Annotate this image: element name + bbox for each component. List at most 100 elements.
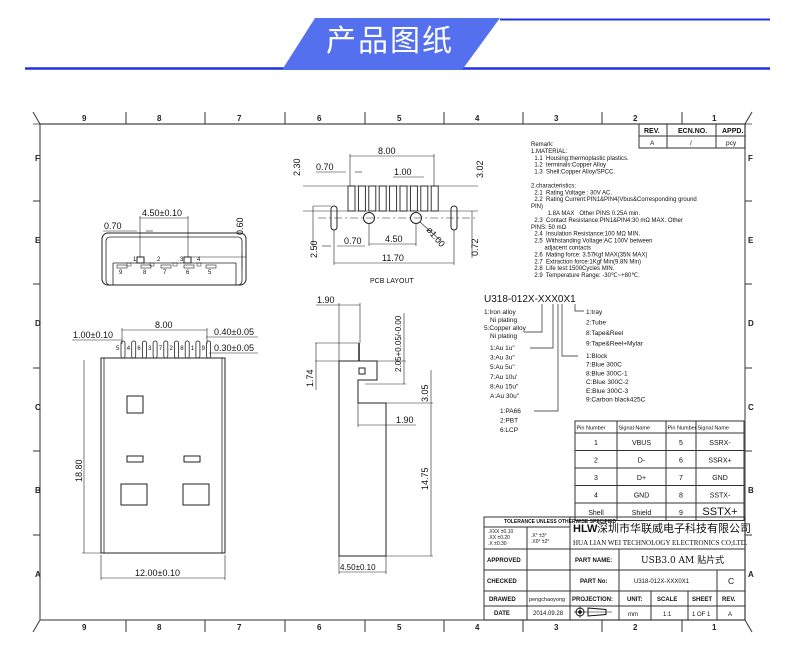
color-option: C:Blue 300C-2 [586,379,629,386]
part-name-label: PART NAME: [575,558,612,564]
dim-top-pin-thickness: 0.30±0.05 [214,343,254,353]
sheet-label: SHEET [692,597,712,603]
remark-line: PIN) [531,204,543,210]
row-label-right: D [748,319,754,328]
column-label-bottom: 8 [157,623,162,632]
top-view-pin-number: 5 [116,346,120,352]
dim-side-top: 1.90 [317,295,335,305]
dim-hole-spacing: 4.50 [385,234,403,244]
pin-table-cell: 2 [594,458,598,465]
remark-line: Remark: [531,142,554,148]
tolerance-angular: .X° ±3° [531,533,547,539]
dim-pcb-pad-width: 0.70 [316,162,334,172]
dim-side-length: 14.75 [420,467,430,490]
dim-line [419,221,441,241]
front-pin-number: 5 [208,270,212,276]
top-view-pin [152,340,158,359]
rev-header: REV. [644,128,660,135]
unit-value: mm [628,612,638,618]
remark-line: 1.2 terminals:Copper Alloy [531,163,606,169]
top-view-pin [141,340,147,359]
front-pin-pad [196,262,202,267]
projection-label: PROJECTION: [572,597,613,603]
pcb-pads [347,185,439,212]
housing-option: 6:LCP [500,427,518,434]
pin-table-cell: 3 [594,475,598,482]
front-pin-contact [183,256,192,264]
company-name-en: HUA LIAN WEI TECHNOLOGY ELECTRONICS CO;L… [573,539,748,547]
pcb-pad [378,185,387,212]
top-view-body [100,357,226,554]
column-label-top: 1 [712,114,717,123]
company-name-cn: 深圳市华联威电子科技有限公司 [597,521,751,535]
front-pin-pad [149,262,155,267]
projection-symbol-icon [574,606,612,618]
part-code-right-options: 1:tray2:Tube8:Tape&Reel9:Tape&Reel+Mylar… [586,309,646,404]
remark-line: 2.5 Withstanding Voltage:AC 100V between [531,239,652,245]
remark-line: 1.8A MAX Other PINS 0.25A min. [531,211,640,217]
dim-slot-spacing: 11.70 [382,253,404,263]
top-view-pin [195,340,201,359]
drawed-value: pengchaoyong [529,597,565,603]
pin-table-cell: SSTX- [710,493,731,500]
title-block-border [483,516,746,621]
plating-option: 3:Au 3u" [490,355,515,362]
top-view-pin [206,340,212,359]
pin-table-cell: 8 [679,493,683,500]
dim-side-contact: 2.05+0.05/-0.00 [394,315,403,372]
remark-line: 2.4 Insulation Resistance:100 MΩ MIN. [531,232,641,238]
pin-table-cell: 5 [679,440,683,447]
pin-table-cell: Shield [632,510,652,517]
front-pin-number: 8 [143,270,147,276]
front-view-inner [105,236,243,286]
pin-table-cell: 7 [679,475,683,482]
date-label: DATE [494,611,510,617]
column-label-top: 4 [475,114,480,123]
front-pin-pad [205,264,217,269]
part-no-label: PART No: [580,579,608,585]
tolerance-linear: .XX ±0.20 [488,535,510,541]
corner-mark [744,111,753,125]
pcb-pad [347,185,356,212]
side-view-outline [338,360,387,557]
pin-table-cell: Shell [588,510,604,517]
pcb-hole [410,212,422,224]
row-label-right: F [748,154,753,163]
front-pin-pad [126,262,132,267]
part-no-rev: C [728,576,734,586]
top-view-pin-number: 3 [148,346,152,352]
pin-table-cell: GND [634,493,650,500]
rev-value: A [650,140,655,147]
top-view-pin [120,340,126,359]
pcb-pad [357,185,366,212]
column-label-top: 5 [397,114,402,123]
pcb-pad [389,185,398,212]
top-view-pin-number: 8 [180,346,184,352]
top-view-latch [183,455,201,463]
material-option: Ni plating [490,333,517,340]
plating-option: 1:Au 1u" [490,345,515,352]
front-view-shell [101,232,247,286]
dim-side-height: 4.50±0.10 [340,563,376,572]
checked-label: CHECKED [487,579,517,585]
ecn-header: ECN.NO. [678,128,707,135]
pin-table-header: Pin Number [668,426,697,432]
row-label-right: A [748,570,754,579]
column-label-bottom: 2 [633,623,638,632]
packing-option: 1:tray [586,309,603,316]
top-view-window [182,483,210,506]
color-option: E:Blue 300C-3 [586,388,629,395]
tolerance-linear: .XXX ±0.10 [488,529,513,535]
pin-table-cell: SSRX+ [708,458,731,465]
remark-line: PINS: 50 mΩ [531,225,567,231]
front-pin-pad [160,264,172,269]
pcb-pad [399,185,408,212]
part-code: U318-012X-XXX0X1 [484,294,576,305]
color-option: 9:Carbon black425C [586,397,646,404]
dim-pcb-pitch: 1.00 [394,167,412,177]
title-block: TOLERANCE UNLESS OTHERWISE SPECIFIED .XX… [483,516,751,621]
